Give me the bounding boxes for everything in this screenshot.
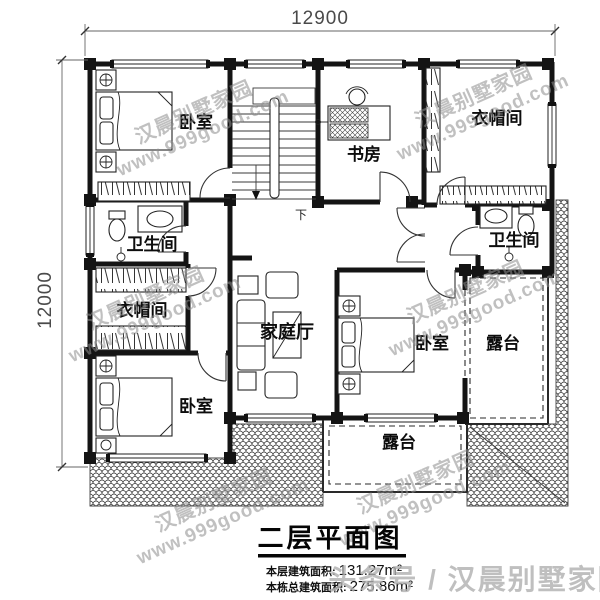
bathroom-right-fixtures: [479, 205, 535, 262]
dashed-boundaries: [328, 277, 544, 485]
room-label-cloakroom-top-right: 衣帽间: [472, 108, 523, 128]
room-labels: 卧室 书房 衣帽间 卫生间 卫生间 衣帽间 家庭厅 卧室 卧室 露台 露台 下: [117, 108, 540, 452]
wardrobe-cloakroom-left-top: [95, 267, 187, 293]
bed-top-left: [95, 69, 173, 173]
title-underline: [258, 554, 406, 558]
stair-direction-label: 下: [295, 208, 307, 222]
wardrobe-cloakroom-right-side: [425, 67, 441, 173]
dimension-top-value: 12900: [291, 8, 349, 29]
title-block: 二层平面图 本层建筑面积:131.27m² 本栋总建筑面积:275.86m² 头…: [257, 523, 600, 595]
room-label-bedroom-top-left: 卧室: [179, 112, 213, 132]
room-label-bedroom-bottom-left: 卧室: [179, 396, 213, 416]
floor-area-line: 本层建筑面积:131.27m²: [266, 562, 402, 579]
staircase: [232, 87, 316, 200]
structural-columns: [84, 58, 554, 464]
room-label-bathroom-left: 卫生间: [127, 234, 178, 254]
drawing-title: 二层平面图: [257, 523, 402, 553]
bed-bottom-right: [337, 295, 415, 395]
room-label-terrace-bottom: 露台: [382, 432, 416, 452]
doors: [157, 167, 479, 382]
bed-bottom-left: [95, 355, 173, 454]
dimension-annotations: 12900 12000: [35, 8, 560, 472]
wardrobe-cloakroom-left-bottom: [95, 325, 187, 351]
account-watermark: 头条号 / 汉晨别墅家园: [328, 563, 600, 595]
roof-tile-areas: [89, 199, 569, 507]
room-label-bedroom-bottom-right: 卧室: [415, 333, 449, 353]
furniture: [95, 67, 547, 454]
family-hall-sofas: [236, 271, 302, 399]
room-label-terrace-right: 露台: [486, 333, 520, 353]
dimension-left-value: 12000: [35, 271, 56, 329]
wardrobe-cloakroom-right-bottom: [439, 185, 547, 205]
windows: [85, 59, 557, 463]
room-label-cloakroom-left: 衣帽间: [117, 300, 168, 320]
room-label-study: 书房: [347, 144, 381, 164]
total-area-line: 本栋总建筑面积:275.86m²: [266, 578, 413, 595]
wardrobe-bedroom-top-left: [97, 181, 191, 202]
study-desk: [315, 86, 391, 141]
bathroom-left-fixtures: [108, 205, 183, 262]
room-label-bathroom-right: 卫生间: [489, 230, 540, 250]
watermarks: 汉晨别墅家园 www.999good.com 汉晨别墅家园 www.999goo…: [65, 59, 573, 569]
room-label-family-hall: 家庭厅: [260, 321, 314, 342]
